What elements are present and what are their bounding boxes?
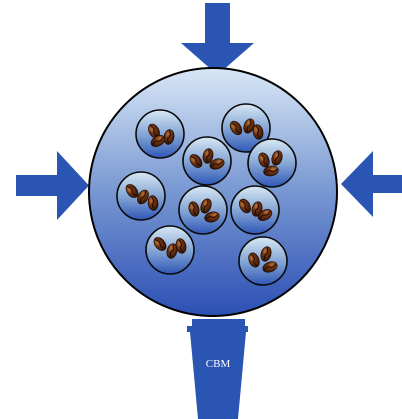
bean-bubble [145,225,195,275]
bean-bubble [238,236,288,286]
top-arrow-icon [181,3,254,75]
bean-bubble [221,103,271,153]
bean-bubble [135,109,185,159]
bean-bubble [230,185,280,235]
bean-bubble [247,138,297,188]
coffee-cup-icon: CBM [187,319,248,419]
bean-bubble [182,136,232,186]
left-arrow-icon [16,151,89,220]
bean-bubble [116,171,166,221]
bean-bubble [178,185,228,235]
right-arrow-icon [341,151,402,217]
cup-label: CBM [206,358,231,370]
